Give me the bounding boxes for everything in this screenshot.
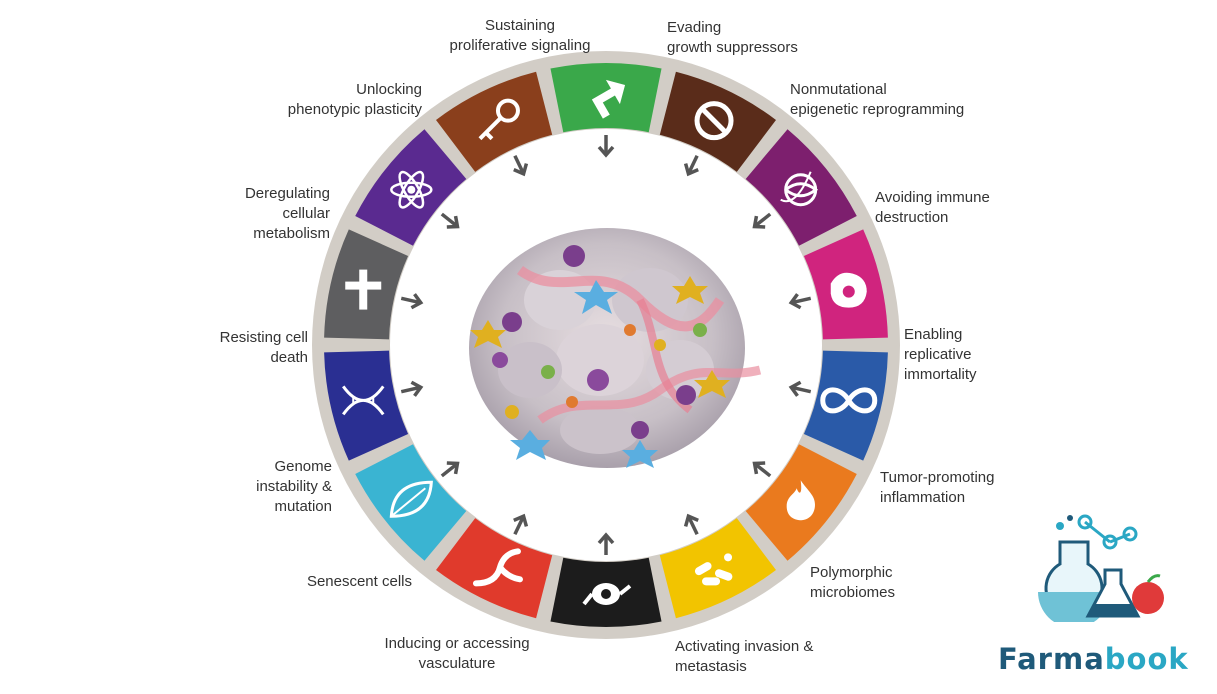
arrow-invasion [597, 532, 615, 555]
label-invasion: Activating invasion &metastasis [675, 638, 814, 675]
invading-cell-icon [582, 583, 632, 606]
arrow-vasculature [513, 513, 529, 535]
arrow-senescent [440, 461, 460, 478]
arrow-immortality [788, 380, 812, 397]
no-entry-icon [694, 101, 734, 141]
farmabook-wordmark: Farmabook [998, 642, 1189, 676]
tumor-illustration [469, 228, 762, 468]
segment-nonmutational [745, 129, 857, 246]
label-senescent: Senescent cells [306, 573, 412, 590]
immune-cell-icon [830, 272, 867, 308]
arrow-nonmutational [752, 212, 772, 229]
arrow-death [400, 293, 424, 310]
inward-arrows [400, 135, 812, 555]
chromatin-icon [780, 171, 819, 207]
hallmark-segments [324, 62, 888, 627]
infinity-icon [820, 387, 878, 414]
arrow-evading [683, 155, 699, 177]
arrow-genome [400, 380, 424, 397]
segment-microbiomes [659, 518, 776, 619]
arrow-icon [591, 79, 626, 119]
arrow-plasticity [513, 155, 529, 177]
bacteria-icon [694, 553, 733, 586]
vessel-icon [472, 548, 523, 587]
farmabook-logo-graphic [1038, 514, 1164, 622]
arrow-inflammation [752, 461, 772, 478]
segment-vasculature [436, 518, 553, 619]
dna-icon [342, 385, 385, 416]
arrow-metabolism [440, 212, 460, 229]
flame-icon [786, 480, 815, 521]
cross-icon [345, 269, 382, 310]
arrow-sustaining [597, 135, 615, 158]
key-icon [478, 98, 520, 141]
arrow-microbiomes [683, 513, 699, 535]
segment-senescent [355, 444, 467, 561]
leaf-icon [389, 480, 433, 518]
atom-icon [390, 170, 433, 209]
arrow-immune [788, 293, 812, 310]
segment-genome [324, 350, 409, 461]
